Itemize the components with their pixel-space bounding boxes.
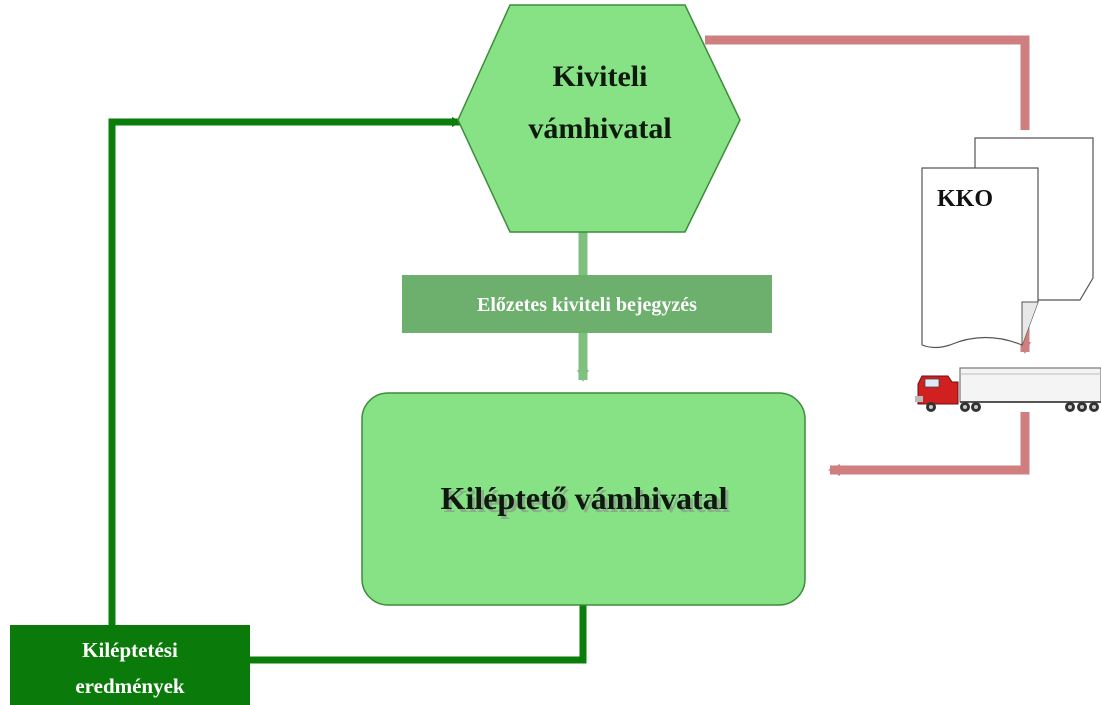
pre-export-entry-label: Előzetes kiviteli bejegyzés (477, 294, 697, 316)
exit-results-box (10, 625, 250, 705)
exit-office-box (361, 392, 806, 606)
green-flow-results-to-export (108, 117, 462, 625)
truck-icon (915, 367, 1101, 412)
export-office-label-line1: Kiviteli (553, 60, 648, 93)
exit-results-label-line2: eredmények (75, 674, 185, 698)
exit-office-label: Kiléptető vámhivatal (440, 480, 727, 516)
export-office-hexagon (457, 4, 741, 233)
red-flow-line-top (705, 35, 1030, 130)
export-office-label-line2: vámhivatal (528, 112, 671, 145)
document-icon (921, 137, 1094, 349)
red-flow-line-truck-to-exit (828, 412, 1030, 476)
exit-office-label-shadow: Kiléptető vámhivatal (443, 483, 730, 519)
green-flow-exit-to-results (250, 605, 587, 664)
exit-results-label-line1: Kiléptetési (82, 638, 178, 662)
document-label: KKO (937, 186, 993, 212)
pre-export-entry-box (402, 275, 772, 333)
